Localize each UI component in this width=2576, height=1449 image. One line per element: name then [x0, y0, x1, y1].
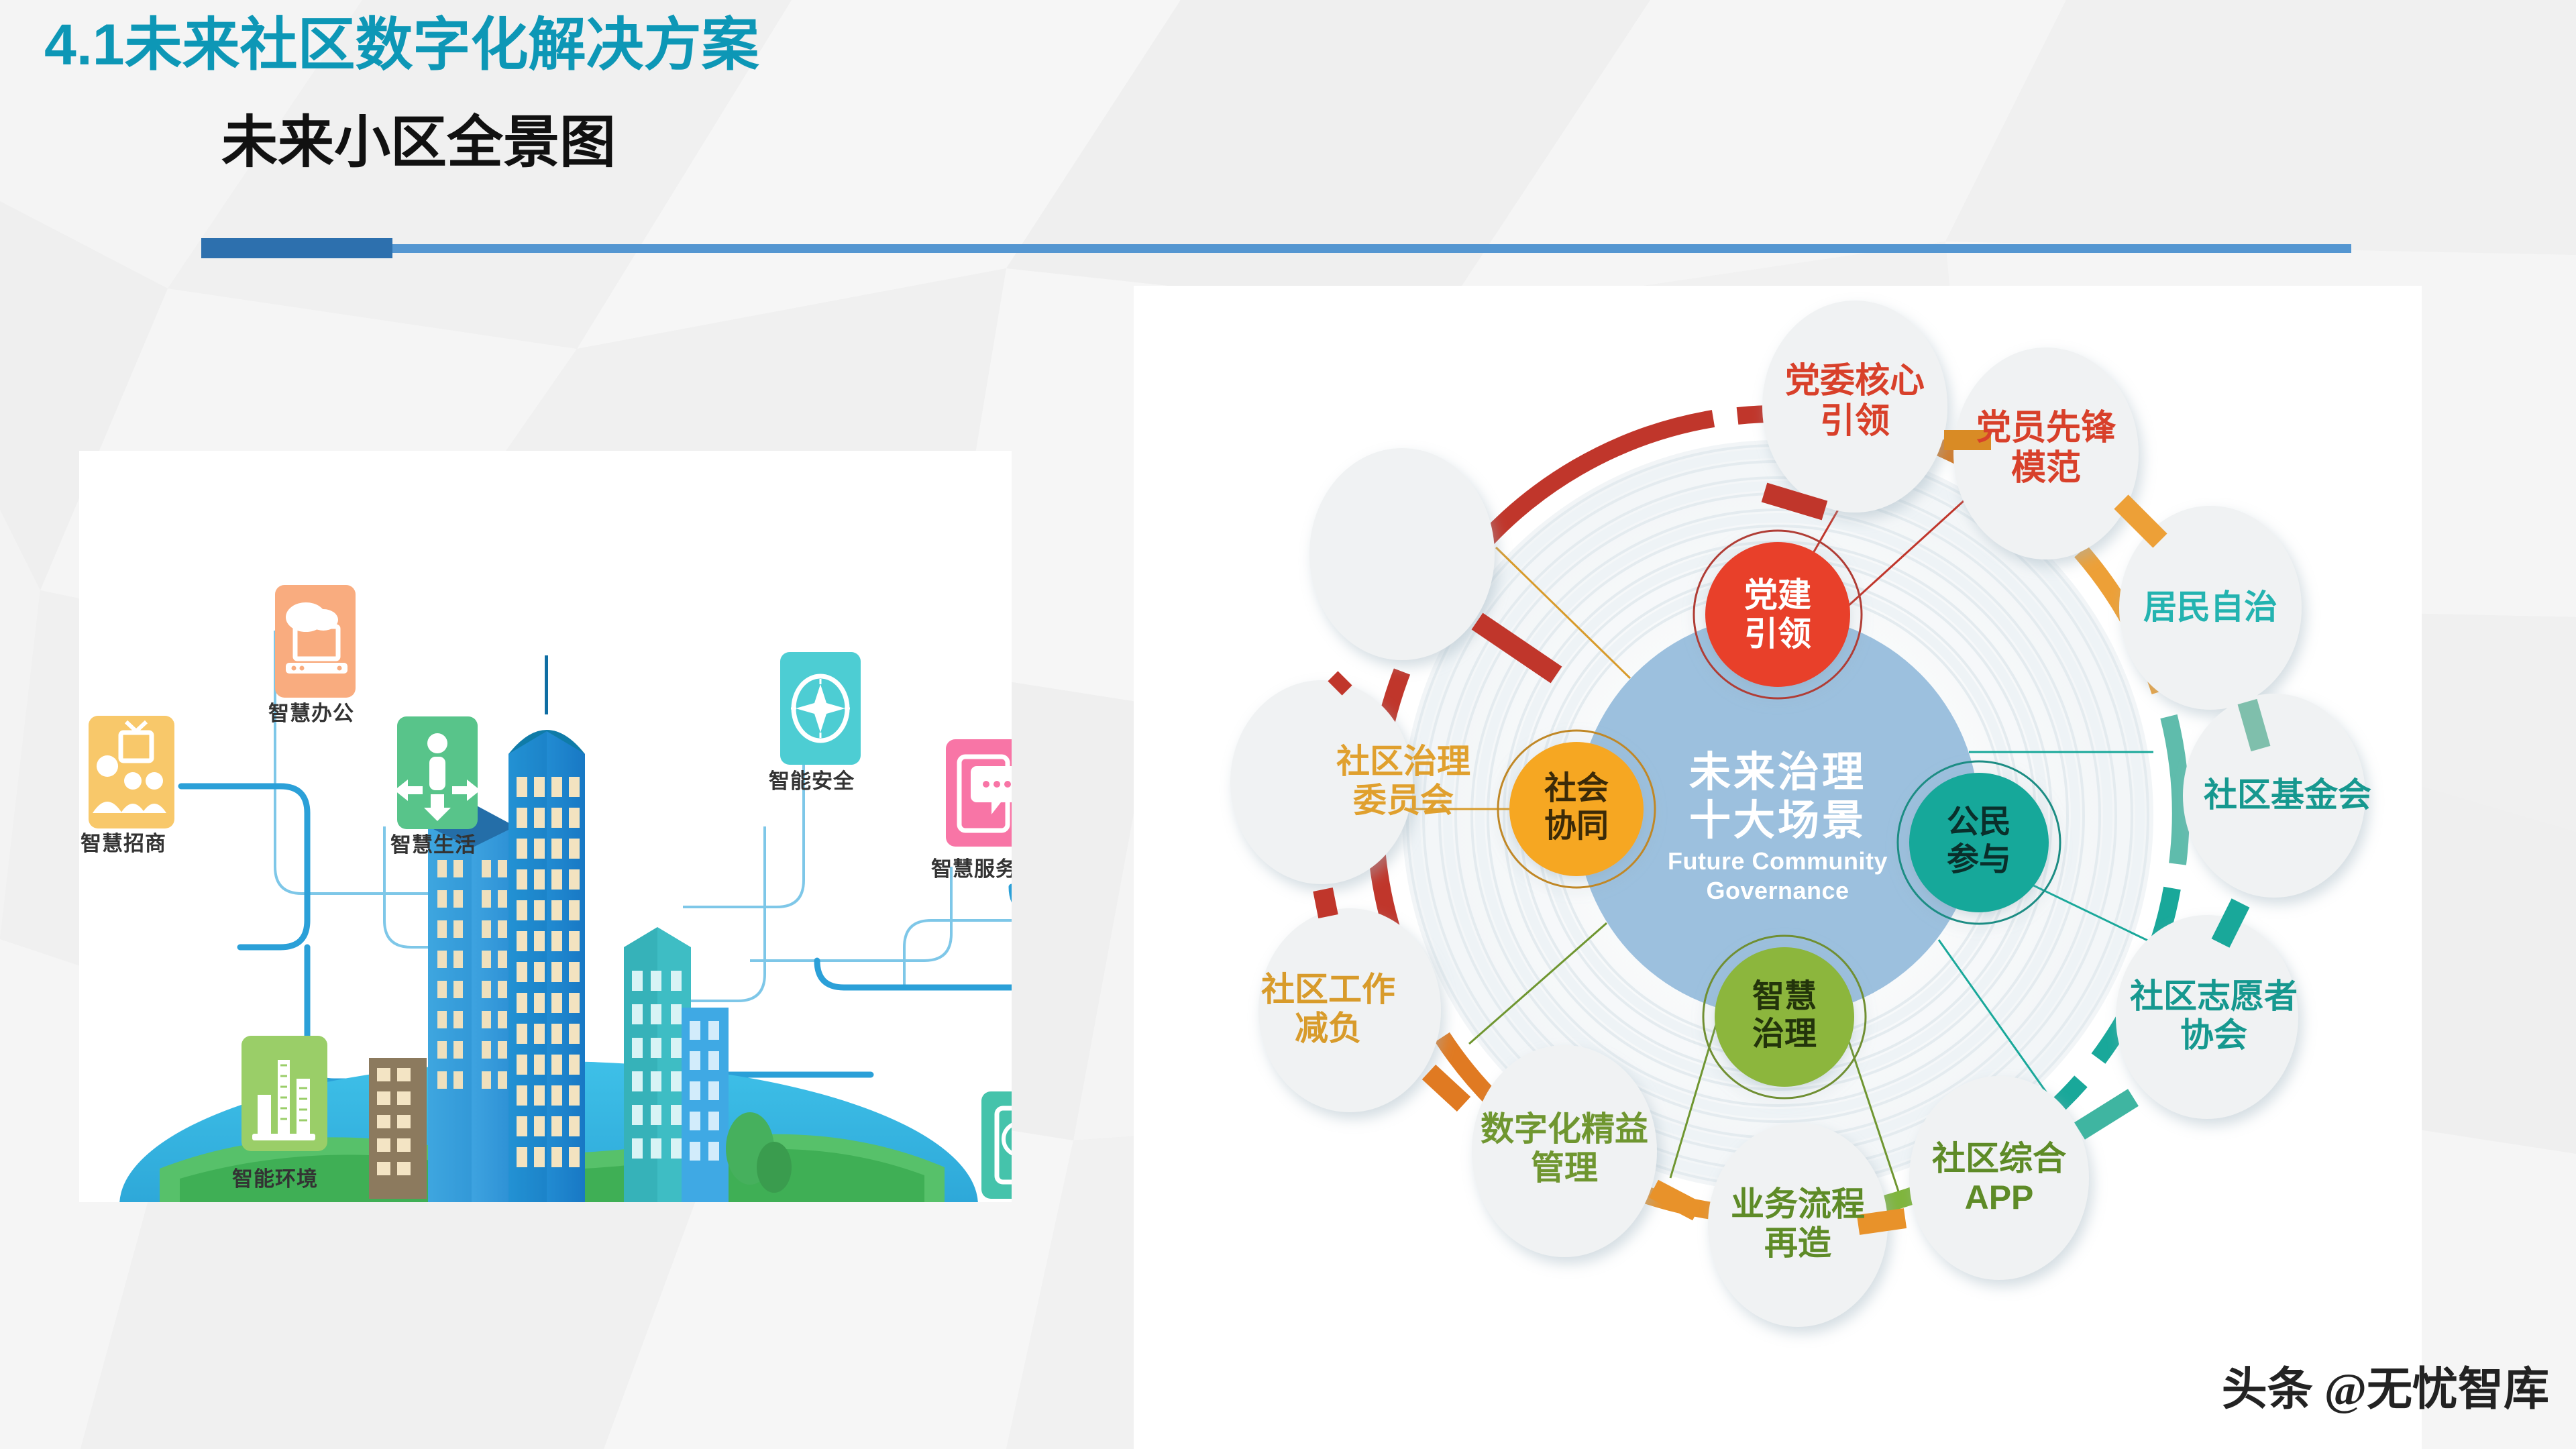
slide-header: 4.1未来社区数字化解决方案 未来小区全景图 [0, 0, 2576, 288]
icon-label-smart-investment: 智慧招商 [80, 832, 166, 855]
icon-label-smart-environment: 智能环境 [232, 1167, 318, 1191]
icon-label-smart-service: 智慧服务 [931, 857, 1012, 881]
page-title: 4.1未来社区数字化解决方案 [44, 13, 759, 77]
title-rule-thick [201, 238, 392, 258]
icon-label-smart-life: 智慧生活 [390, 833, 476, 857]
page-subtitle: 未来小区全景图 [221, 111, 616, 174]
smart-city-illustration: 智慧办公 智慧招商 智慧生活 智能安全 智慧服务 智能停车 智能分析 智能楼宇 … [79, 451, 1012, 1202]
icon-label-smart-management: 智慧管理 [966, 1201, 1012, 1202]
governance-wheel-panel: 未来治理 十大场景 Future Community Governance 党建… [1134, 286, 2422, 1449]
icon-label-smart-office: 智慧办公 [268, 702, 354, 725]
title-rule-thin [392, 244, 2351, 253]
icon-label-smart-security: 智能安全 [769, 769, 855, 793]
watermark: 头条 @无忧智库 [2221, 1364, 2549, 1415]
